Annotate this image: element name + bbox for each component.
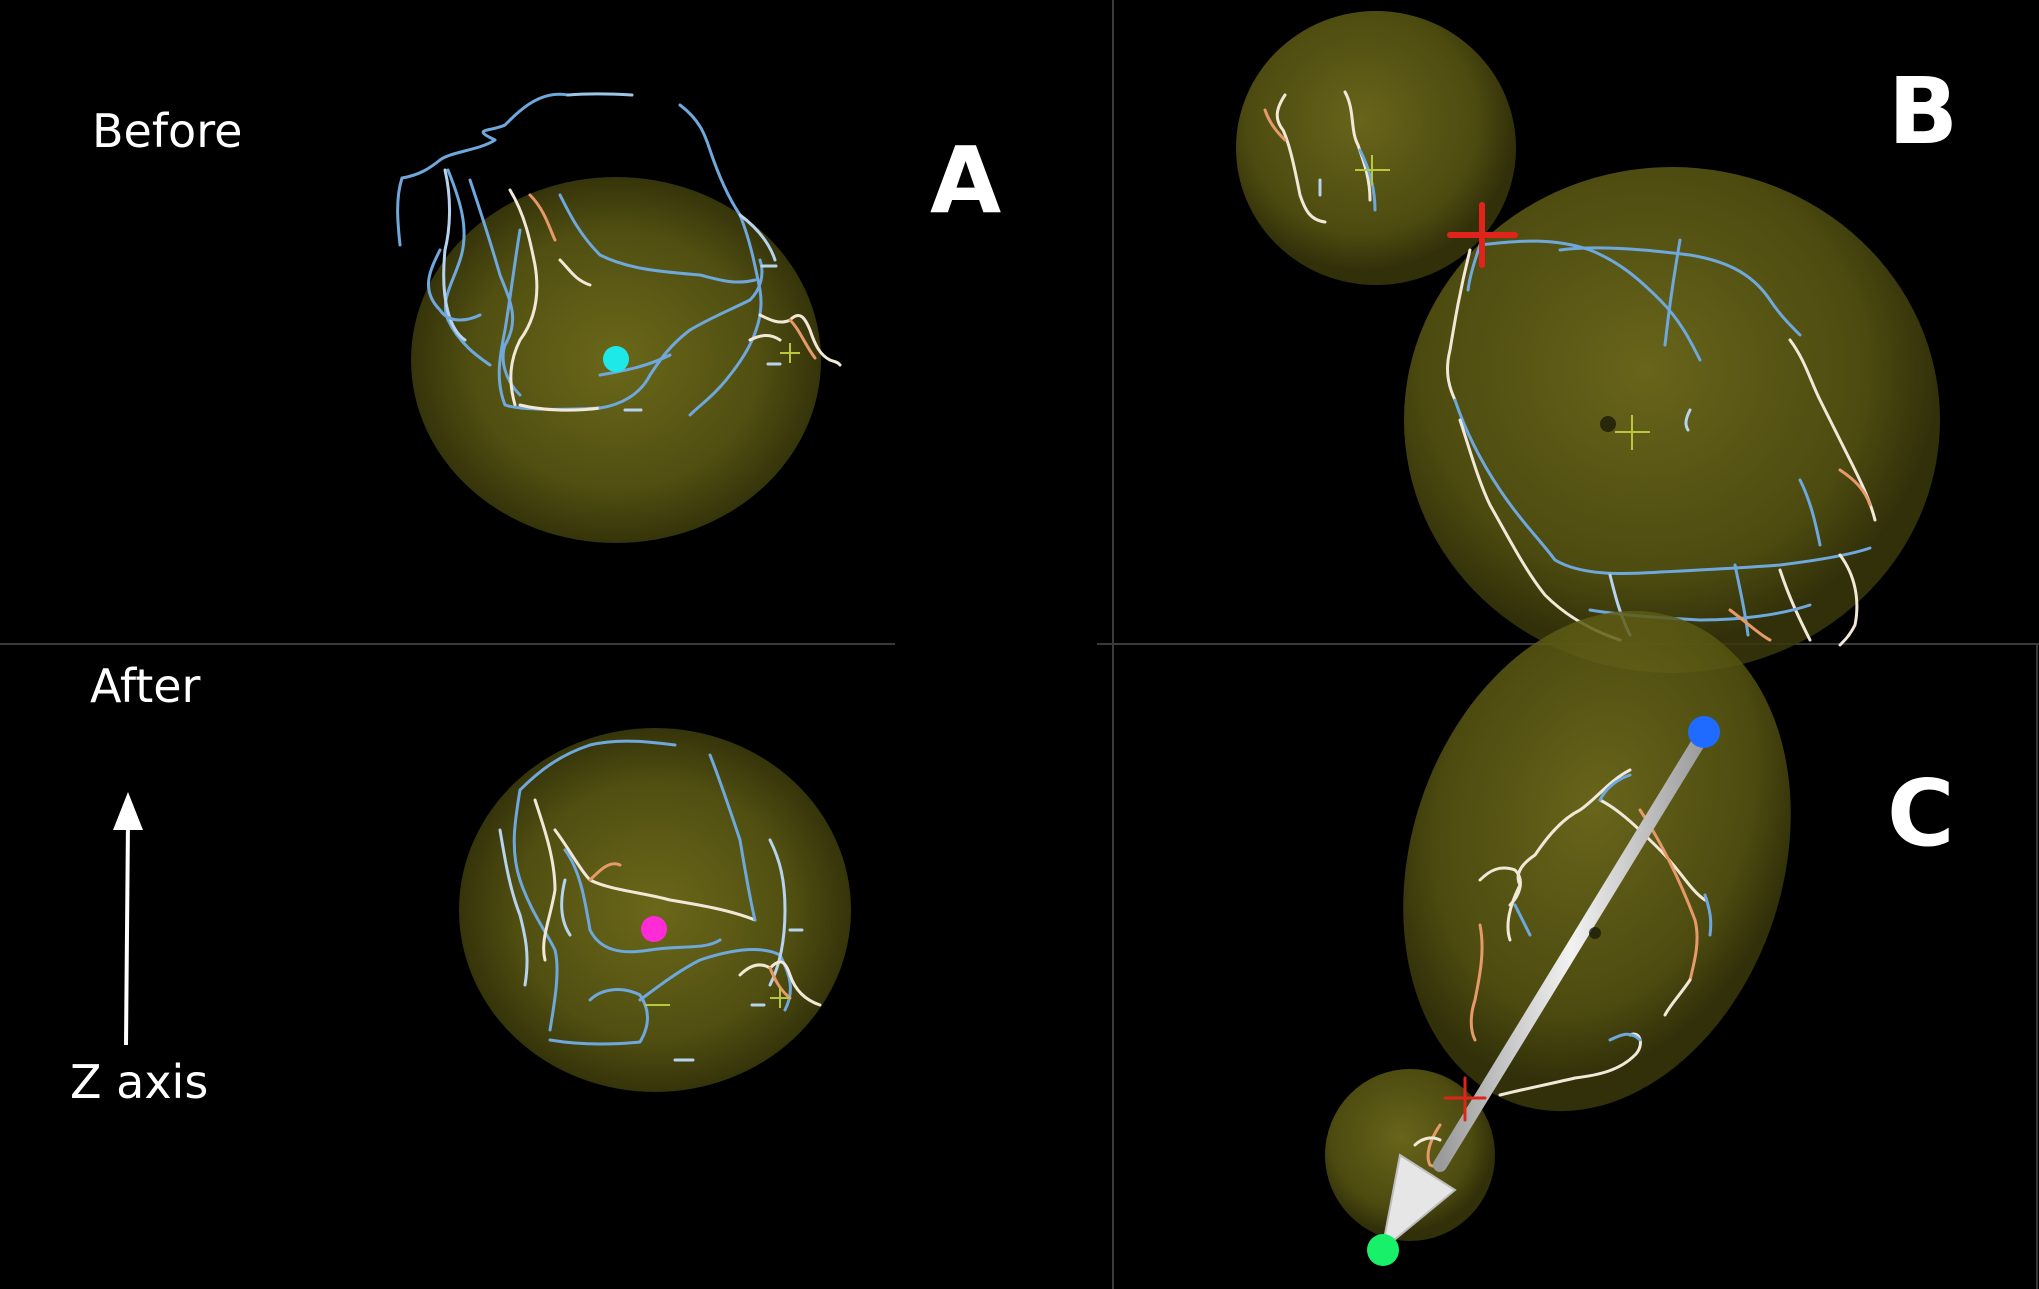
panel-a-after: After Z axis [70, 659, 851, 1109]
pole-marker-green [1367, 1234, 1399, 1266]
dark-spot [1600, 416, 1616, 432]
cell-sphere-after [459, 728, 851, 1092]
division-axis-arrow-icon [1380, 728, 1710, 1253]
daughter-cell-small [1236, 11, 1516, 285]
panel-a-label: A [930, 127, 1001, 234]
centroid-marker-cyan [603, 346, 629, 372]
trace-network-after [498, 739, 822, 1062]
panel-b-label: B [1888, 58, 1958, 165]
before-label: Before [92, 104, 242, 158]
division-plane-cross-red-c [1443, 1076, 1487, 1122]
trace-network-c [1413, 768, 1713, 1168]
z-axis-label: Z axis [70, 1055, 208, 1109]
pole-marker-blue [1688, 716, 1720, 748]
centroid-cross-b-small [1355, 155, 1390, 185]
panel-c-label: C [1887, 760, 1955, 867]
daughter-cell-c [1325, 1069, 1495, 1241]
trace-network-before [396, 92, 842, 417]
up-arrow-icon [113, 792, 143, 1046]
after-label: After [90, 659, 201, 713]
centroid-cross-after [645, 988, 790, 1008]
centroid-marker-magenta [641, 916, 667, 942]
division-plane-cross-red [1447, 202, 1518, 268]
panel-c: C [1325, 610, 1955, 1266]
dark-spot-c [1589, 927, 1601, 939]
panel-a-before: Before A [92, 92, 1001, 543]
panel-b: B [1236, 11, 1958, 673]
mother-cell-large [1404, 167, 1940, 673]
centroid-cross-before [780, 343, 800, 363]
centroid-cross-b-large [1615, 415, 1650, 450]
